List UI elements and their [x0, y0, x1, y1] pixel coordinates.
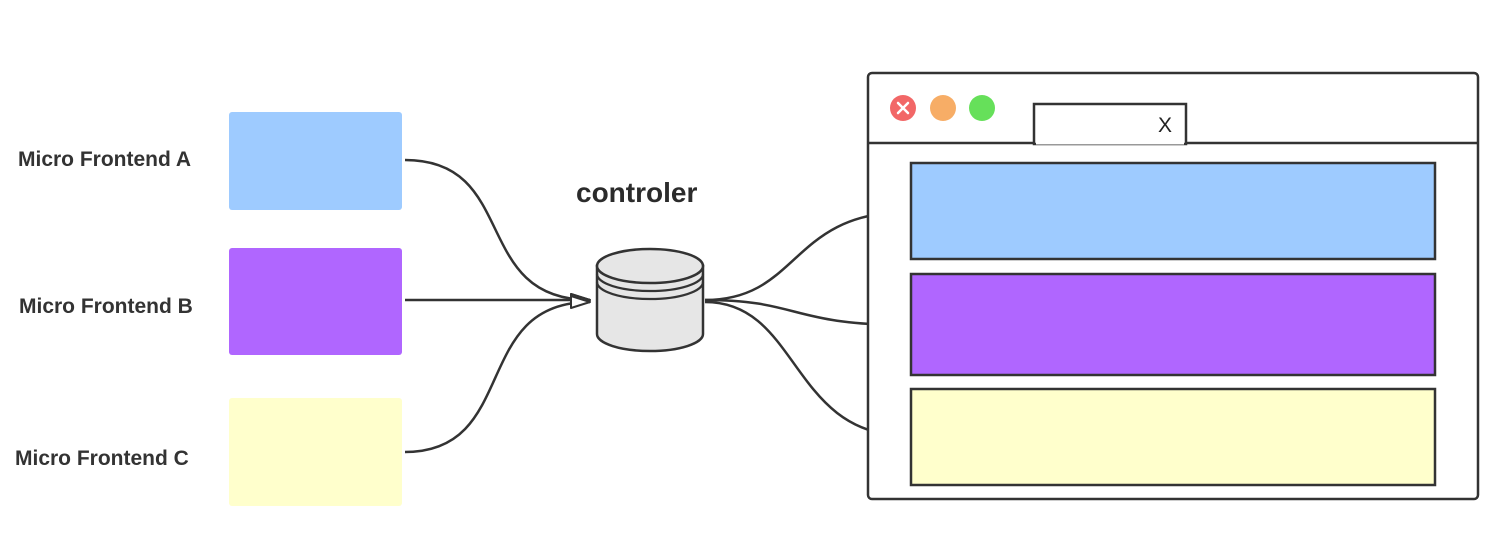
- close-x-glyph: [896, 101, 910, 115]
- browser-tab[interactable]: [1032, 102, 1188, 146]
- label-micro-frontend-b: Micro Frontend B: [19, 295, 193, 318]
- content-panel-a: [909, 161, 1437, 261]
- maximize-icon[interactable]: [969, 95, 995, 121]
- controller-title: controler: [576, 177, 698, 208]
- micro-frontend-c-block: [229, 398, 402, 506]
- content-panel-c: [909, 387, 1437, 487]
- connector-c-to-controller: [404, 295, 591, 454]
- micro-frontend-b-block: [229, 248, 402, 355]
- micro-frontend-a-block: [229, 112, 402, 210]
- content-panel-b: [909, 272, 1437, 377]
- label-micro-frontend-c: Micro Frontend C: [15, 447, 189, 470]
- tab-close-button[interactable]: X: [1158, 114, 1172, 137]
- label-micro-frontend-a: Micro Frontend A: [18, 148, 192, 171]
- controller-database-icon: [595, 247, 705, 353]
- connector-a-to-controller: [404, 158, 591, 307]
- browser-window: X: [866, 71, 1480, 501]
- minimize-icon[interactable]: [930, 95, 956, 121]
